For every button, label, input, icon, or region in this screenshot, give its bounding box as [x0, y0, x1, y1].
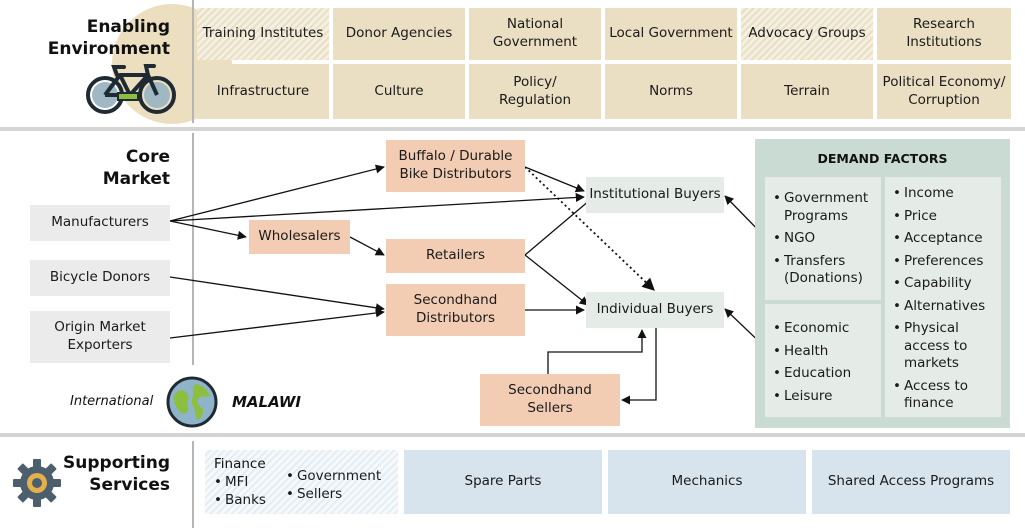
finance-item: MFI — [214, 474, 266, 492]
demand-item: Acceptance — [893, 230, 997, 248]
node-individual-buyers: Individual Buyers — [586, 292, 724, 328]
arrow-exporters-secondhand — [169, 308, 385, 339]
enabling-title-line1: Enabling — [86, 17, 170, 37]
supporting-divider — [192, 441, 194, 528]
supplier-manufacturers: Manufacturers — [30, 205, 170, 241]
demand-item: Preferences — [893, 253, 997, 271]
actor-national-government: National Government — [469, 8, 601, 60]
demand-item: Economic — [773, 320, 877, 338]
demand-item: Government Programs — [773, 190, 877, 225]
node-retailers: Retailers — [386, 239, 525, 273]
actor-training-institutes: Training Institutes — [197, 8, 329, 60]
arrow-manufacturers-institutional — [169, 192, 585, 222]
finance-title: Finance — [214, 456, 266, 472]
gear-icon — [13, 459, 61, 507]
demand-item: Income — [893, 185, 997, 203]
factor-infrastructure: Infrastructure — [197, 64, 329, 119]
demand-item: Education — [773, 365, 877, 383]
arrow-retailers-individual — [524, 254, 589, 306]
enabling-divider — [192, 0, 194, 123]
supplier-origin-market-exporters: Origin Market Exporters — [30, 311, 170, 363]
service-shared-access-programs: Shared Access Programs — [812, 450, 1010, 514]
demand-individual-box: Economic Health Education Leisure — [765, 304, 881, 417]
supplier-bicycle-donors: Bicycle Donors — [30, 260, 170, 296]
enabling-title-line2: Environment — [47, 39, 170, 60]
globe-icon — [166, 376, 218, 428]
demand-item: Physical access to markets — [893, 320, 997, 373]
arrow-sellers-individual — [547, 329, 647, 374]
actor-donor-agencies: Donor Agencies — [333, 8, 465, 60]
node-wholesalers: Wholesalers — [249, 220, 350, 254]
arrow-buffalo-institutional — [524, 166, 585, 193]
demand-general-box: Income Price Acceptance Preferences Capa… — [885, 177, 1001, 417]
demand-institutional-list: Government Programs NGO Transfers (Donat… — [773, 190, 877, 288]
actor-advocacy-groups: Advocacy Groups — [741, 8, 873, 60]
finance-item: Banks — [214, 492, 266, 510]
finance-item: Government — [286, 468, 381, 486]
demand-factors-title: DEMAND FACTORS — [817, 151, 948, 166]
factor-political-economy: Political Economy/ Corruption — [877, 64, 1011, 119]
core-divider — [192, 133, 194, 365]
finance-item: Sellers — [286, 486, 381, 504]
finance-list-left: MFI Banks — [214, 474, 266, 511]
actor-research-institutions: Research Institutions — [877, 8, 1011, 60]
service-spare-parts: Spare Parts — [404, 450, 602, 514]
actor-local-government: Local Government — [605, 8, 737, 60]
demand-item: Health — [773, 343, 877, 361]
supporting-services-title: Supporting Services — [20, 452, 170, 496]
demand-item: Leisure — [773, 388, 877, 406]
malawi-label: MALAWI — [232, 393, 302, 411]
factor-terrain: Terrain — [741, 64, 873, 119]
demand-institutional-box: Government Programs NGO Transfers (Donat… — [765, 177, 881, 300]
demand-general-list: Income Price Acceptance Preferences Capa… — [893, 185, 997, 413]
demand-item: Alternatives — [893, 298, 997, 316]
demand-individual-list: Economic Health Education Leisure — [773, 320, 877, 405]
factor-norms: Norms — [605, 64, 737, 119]
core-market-title: Core Market — [20, 146, 170, 190]
supporting-title-line2: Services — [89, 475, 170, 496]
bicycle-icon — [86, 64, 176, 114]
international-label: International — [70, 394, 154, 409]
demand-item: Transfers (Donations) — [773, 253, 877, 288]
finance-box: Finance MFI Banks Government Sellers — [205, 450, 398, 514]
arrow-retailers-institutional — [524, 199, 591, 256]
node-buffalo-distributors: Buffalo / Durable Bike Distributors — [386, 140, 525, 192]
demand-item: Access to finance — [893, 378, 997, 413]
finance-list-right: Government Sellers — [286, 468, 381, 511]
separator-top — [0, 127, 1025, 131]
demand-item: NGO — [773, 230, 877, 248]
node-secondhand-sellers: Secondhand Sellers — [480, 374, 620, 426]
arrow-wholesalers-retailers — [349, 236, 385, 256]
enabling-environment-title: Enabling Environment — [20, 16, 170, 60]
supporting-title-line1: Supporting — [63, 453, 170, 473]
core-title-line1: Core — [125, 147, 170, 167]
demand-item: Price — [893, 208, 997, 226]
factor-policy-regulation: Policy/ Regulation — [469, 64, 601, 119]
arrow-manufacturers-wholesalers — [169, 220, 247, 240]
node-secondhand-distributors: Secondhand Distributors — [386, 284, 525, 336]
separator-bottom — [0, 433, 1025, 437]
factor-culture: Culture — [333, 64, 465, 119]
arrow-manufacturers-buffalo — [169, 164, 385, 222]
service-mechanics: Mechanics — [608, 450, 806, 514]
demand-item: Capability — [893, 275, 997, 293]
core-title-line2: Market — [102, 169, 170, 190]
node-institutional-buyers: Institutional Buyers — [586, 177, 724, 213]
arrow-donors-secondhand — [169, 276, 385, 313]
arrow-individual-sellers — [621, 328, 657, 405]
